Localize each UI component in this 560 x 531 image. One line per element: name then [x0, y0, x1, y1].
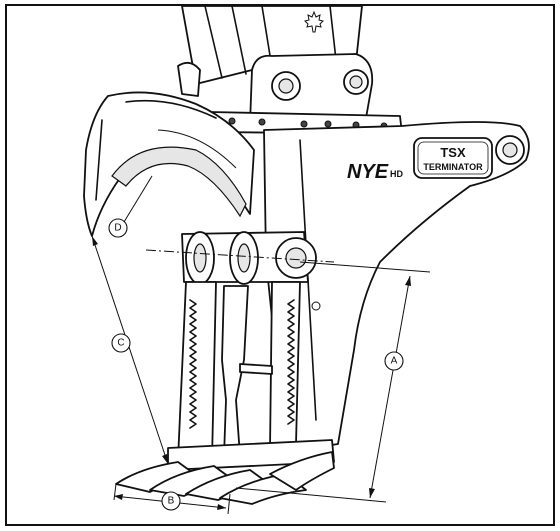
callout-d-label: D: [114, 223, 121, 234]
leader-d: [123, 175, 153, 223]
callout-d: D: [108, 218, 128, 238]
pivot-centerline: [145, 249, 335, 263]
dimension-c: [91, 235, 169, 465]
plate-line-2: TERMINATOR: [423, 162, 483, 172]
callout-b: B: [161, 491, 181, 511]
mounting-link: [177, 53, 374, 125]
brand-name: NYE: [347, 161, 389, 183]
callout-a: A: [384, 351, 404, 371]
callout-c-label: C: [117, 338, 124, 349]
tine-fork: [115, 439, 335, 505]
callout-c: C: [111, 333, 131, 353]
model-plate: TSX TERMINATOR: [413, 137, 493, 179]
dimension-a: [235, 261, 431, 503]
callout-b-label: B: [168, 496, 175, 507]
brand-suffix: HD: [390, 169, 403, 179]
callout-a-label: A: [391, 356, 398, 367]
rear-jaw: [83, 91, 255, 237]
pivot-assembly: [181, 231, 317, 285]
maple-leaf-icon: [304, 10, 324, 33]
plate-line-1: TSX: [440, 145, 466, 160]
center-divider: [221, 285, 273, 457]
figure-frame: [5, 4, 555, 526]
brand-logo: NYE HD: [346, 154, 406, 184]
